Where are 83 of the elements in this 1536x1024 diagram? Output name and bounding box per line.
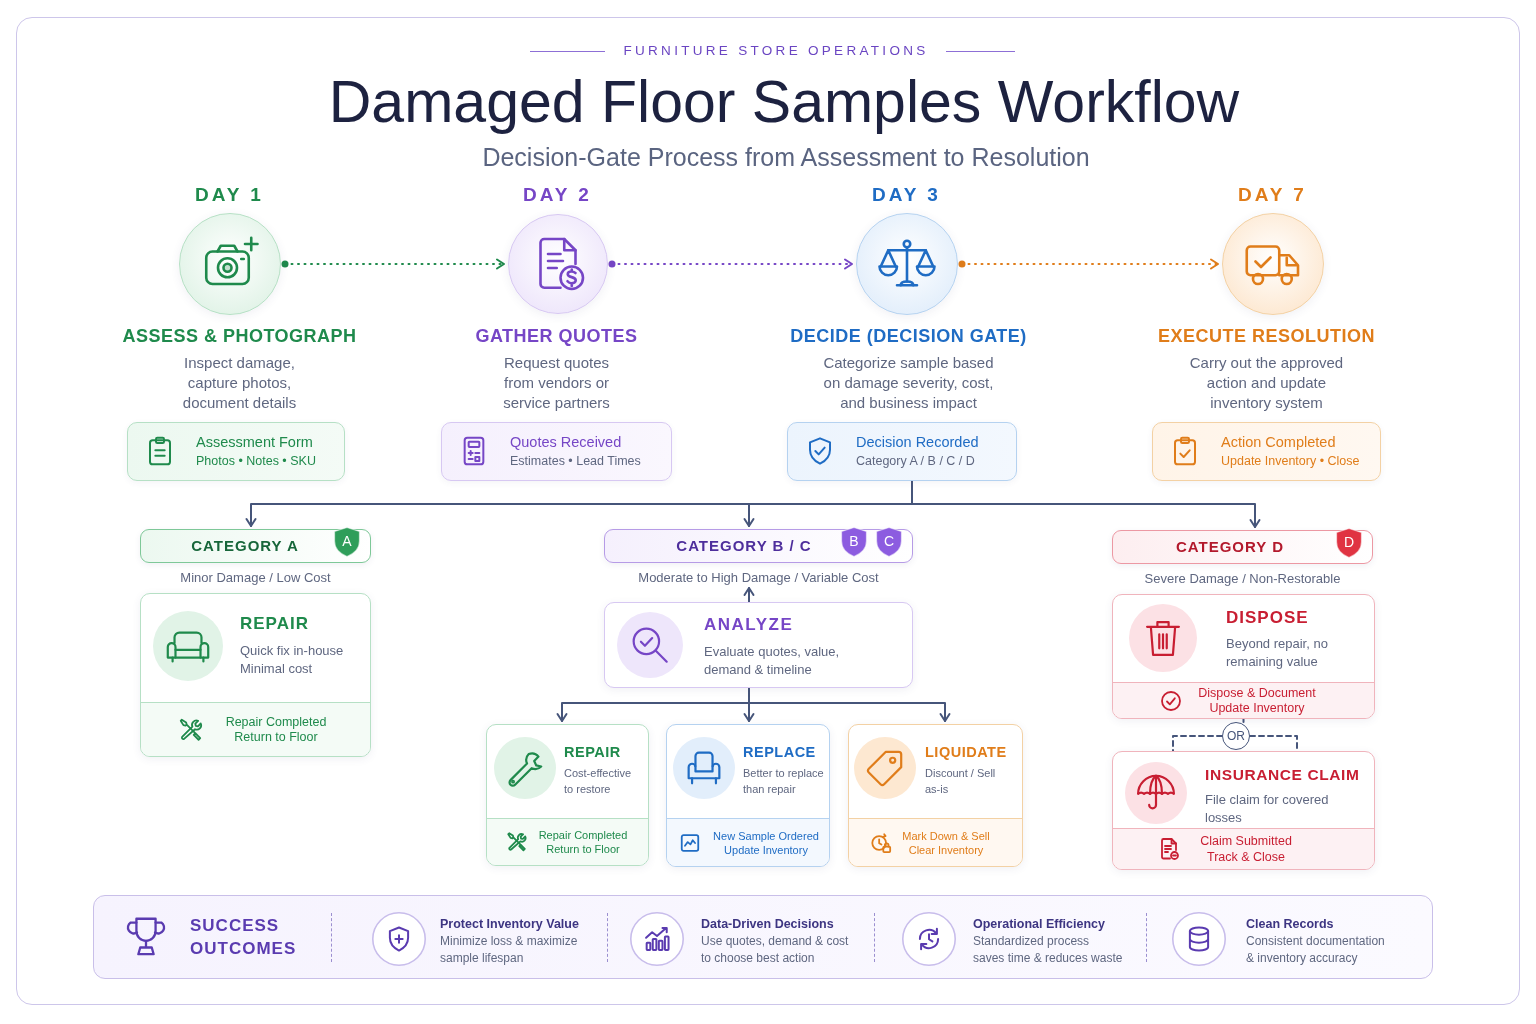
card-title: Decision Recorded: [856, 433, 979, 451]
step-description: Carry out the approved action and update inventory system: [1188, 352, 1345, 413]
footer-text: Dispose & Document Update Inventory: [1197, 685, 1317, 716]
step-title: EXECUTE RESOLUTION: [1158, 324, 1375, 347]
step-title: ASSESS & PHOTOGRAPH: [122, 324, 357, 347]
category-letter: B: [849, 532, 859, 550]
card-description: Beyond repair, no remaining value: [1226, 635, 1329, 670]
dashed-connector-line: [1172, 735, 1298, 752]
outcome-description: Consistent documentation & inventory accuracy: [1246, 933, 1386, 966]
junction-circle: [1222, 722, 1250, 750]
card-description: Discount / Sell as-is: [925, 766, 997, 797]
category-subtitle: Moderate to High Damage / Variable Cost: [638, 569, 879, 586]
footer-text: Claim Submitted Track & Close: [1199, 833, 1293, 865]
outcome-title: Clean Records: [1246, 916, 1334, 932]
footer-text: Repair Completed Return to Floor: [224, 714, 328, 745]
card-subtitle: Update Inventory • Close: [1221, 453, 1360, 469]
card-title: Action Completed: [1221, 433, 1336, 451]
card-subtitle: Estimates • Lead Times: [510, 453, 641, 469]
day-label: DAY 1: [195, 182, 264, 207]
card-subtitle: Photos • Notes • SKU: [196, 453, 316, 469]
card-description: Quick fix in-house Minimal cost: [240, 642, 345, 677]
day-label: DAY 7: [1238, 182, 1307, 207]
action-card: [604, 602, 913, 688]
step-title: DECIDE (DECISION GATE): [790, 324, 1027, 347]
panel-heading: SUCCESS OUTCOMES: [190, 915, 298, 960]
category-subtitle: Minor Damage / Low Cost: [180, 569, 331, 586]
outcome-title: Protect Inventory Value: [440, 916, 579, 932]
step-description: Categorize sample based on damage severity, cost, and business impact: [822, 352, 995, 413]
action-card: [848, 724, 1023, 867]
footer-text: Mark Down & Sell Clear Inventory: [901, 828, 991, 857]
day-label: DAY 3: [872, 182, 941, 207]
eyebrow-label: FURNITURE STORE OPERATIONS: [623, 42, 929, 60]
footer-text: Repair Completed Return to Floor: [537, 828, 629, 856]
card-description: Evaluate quotes, value, demand & timeline: [704, 643, 841, 678]
card-heading: LIQUIDATE: [925, 743, 1007, 762]
action-card: [666, 724, 830, 867]
card-description: Cost-effective to restore: [564, 766, 633, 797]
action-card: [1112, 594, 1375, 719]
category-title: CATEGORY D: [1175, 537, 1285, 556]
junction-label: OR: [1227, 729, 1245, 743]
arrow: [748, 687, 951, 722]
page-subtitle: Decision-Gate Process from Assessment to Resolution: [482, 142, 1090, 172]
outcome-title: Data-Driven Decisions: [701, 916, 834, 932]
day-label: DAY 2: [523, 182, 592, 207]
dotted-arrow: [281, 258, 505, 270]
card-subtitle: Category A / B / C / D: [856, 453, 975, 469]
dotted-arrow: [958, 258, 1219, 270]
card-heading: DISPOSE: [1226, 607, 1309, 629]
action-card: [140, 593, 371, 757]
outcome-title: Operational Efficiency: [973, 916, 1105, 932]
card-title: Quotes Received: [510, 433, 622, 451]
outcome-description: Standardized process saves time & reduces waste: [973, 933, 1124, 966]
card-heading: INSURANCE CLAIM: [1205, 765, 1360, 785]
step-description: Request quotes from vendors or service partners: [502, 352, 611, 413]
outcome-description: Use quotes, demand & cost to choose best action: [701, 933, 850, 966]
card-heading: REPAIR: [240, 613, 309, 635]
action-card: [1112, 751, 1375, 870]
category-letter: D: [1343, 533, 1355, 551]
summary-card: [787, 422, 1017, 481]
connector-line: [1242, 718, 1245, 723]
card-title: Assessment Form: [196, 433, 313, 451]
category-subtitle: Severe Damage / Non-Restorable: [1144, 570, 1341, 587]
category-title: CATEGORY B / C: [676, 536, 812, 555]
summary-card: [127, 422, 345, 481]
arrow: [743, 587, 755, 603]
step-title: GATHER QUOTES: [475, 324, 638, 347]
summary-card: [441, 422, 672, 481]
card-heading: REPAIR: [564, 743, 621, 762]
step-description: Inspect damage, capture photos, document details: [181, 352, 298, 413]
outcome-description: Minimize loss & maximize sample lifespan: [440, 933, 579, 966]
action-card: [486, 724, 649, 866]
dotted-arrow: [608, 258, 853, 270]
card-heading: ANALYZE: [704, 614, 794, 636]
card-description: Better to replace than repair: [743, 766, 825, 797]
page-title: Damaged Floor Samples Workflow: [328, 68, 1240, 136]
card-description: File claim for covered losses: [1205, 791, 1330, 826]
category-letter: C: [883, 532, 895, 550]
outcomes-panel: [93, 895, 1433, 979]
summary-card: [1152, 422, 1381, 481]
card-heading: REPLACE: [743, 743, 816, 762]
category-title: CATEGORY A: [191, 536, 299, 555]
footer-text: New Sample Ordered Update Inventory: [712, 828, 820, 857]
category-letter: A: [342, 532, 352, 550]
